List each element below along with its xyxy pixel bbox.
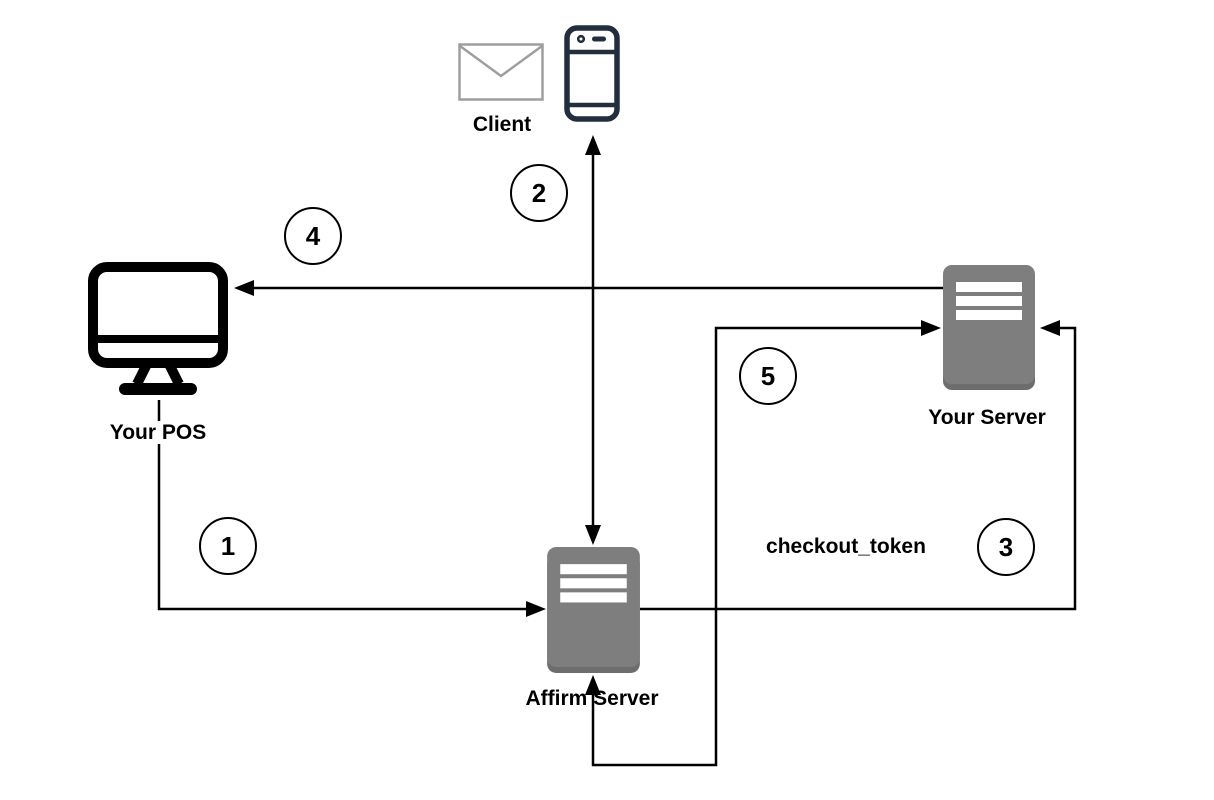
edge-1-pos-to-affirm xyxy=(157,400,546,617)
step-circle-1: 1 xyxy=(199,517,257,575)
step-circle-5: 5 xyxy=(739,347,797,405)
server-icon xyxy=(547,547,640,673)
edge-2-affirm-client-bidirectional xyxy=(585,135,601,545)
pos-label: Your POS xyxy=(98,421,218,445)
step-circle-4: 4 xyxy=(284,207,342,265)
server-icon xyxy=(943,265,1035,390)
edge-4-your-server-to-pos xyxy=(234,280,943,296)
edge-3-affirm-to-your-server xyxy=(640,320,1077,611)
your-server-label: Your Server xyxy=(928,406,1046,429)
step-circle-2: 2 xyxy=(510,164,568,222)
smartphone-icon xyxy=(564,25,620,122)
affirm-server-label: Affirm Server xyxy=(525,687,659,710)
desktop-monitor-icon xyxy=(88,262,228,395)
step-circle-3: 3 xyxy=(977,518,1035,576)
client-label: Client xyxy=(472,113,532,136)
checkout-token-label: checkout_token xyxy=(766,535,926,558)
envelope-icon xyxy=(458,43,544,101)
edge-5-affirm-your-server-bidirectional xyxy=(585,320,941,767)
